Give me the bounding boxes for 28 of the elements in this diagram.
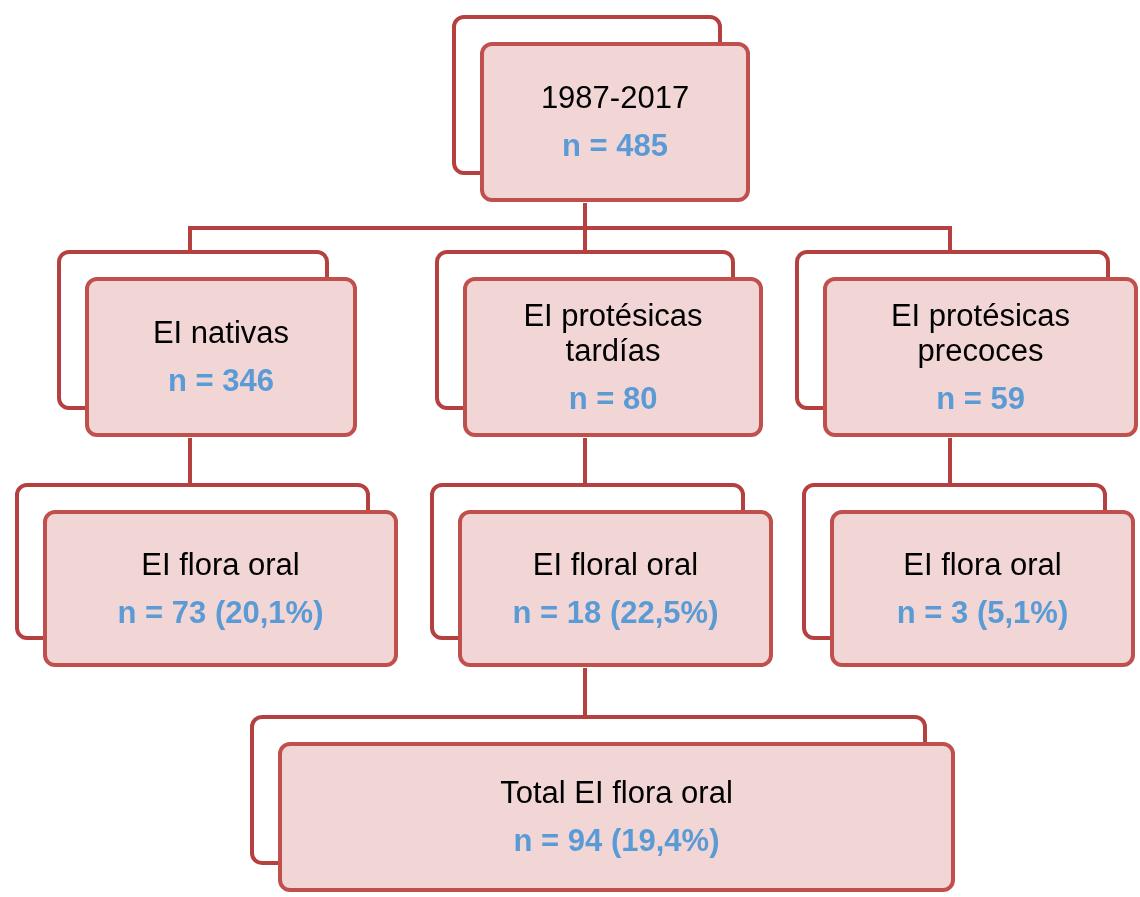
stacked-box — [57, 250, 357, 437]
stacked-box — [435, 250, 763, 437]
stacked-box — [452, 15, 750, 202]
connector-line — [583, 438, 587, 483]
count-label: n = 346 — [168, 363, 274, 399]
count-label: n = 80 — [568, 380, 658, 417]
connector-line — [188, 438, 192, 483]
count-label: n = 73 (20,1%) — [117, 594, 324, 631]
connector-line — [948, 438, 952, 483]
stacked-box — [250, 715, 955, 892]
count-label: n = 18 (22,5%) — [512, 594, 719, 631]
count-label: n = 3 (5,1%) — [896, 594, 1069, 631]
node-title: Total EI flora oral — [500, 775, 733, 811]
count-label: n = 94 (19,4%) — [513, 823, 720, 859]
node-title: EI nativas — [152, 315, 290, 351]
node-title: EI flora oral — [903, 546, 1062, 583]
stacked-box — [15, 483, 398, 667]
node-title: EI flora oral — [141, 546, 300, 583]
node-title: EI protésicas tardías — [522, 297, 704, 369]
stacked-box — [802, 483, 1135, 667]
stacked-box — [430, 483, 773, 667]
node-title: 1987-2017 — [540, 80, 690, 116]
connector-line — [583, 668, 587, 715]
node-title: EI floral oral — [532, 546, 699, 583]
count-label: n = 485 — [562, 128, 668, 164]
stacked-box — [795, 250, 1138, 437]
node-title: EI protésicas precoces — [889, 297, 1072, 369]
count-label: n = 59 — [936, 380, 1025, 417]
